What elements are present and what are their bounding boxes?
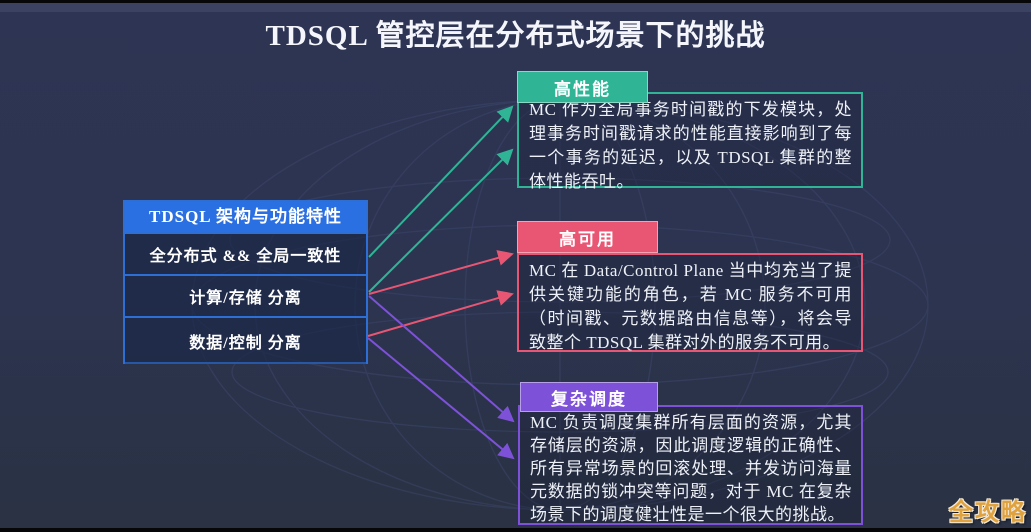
arrow-performance-1 — [368, 105, 514, 258]
challenge-tag-availability: 高可用 — [517, 221, 658, 253]
feature-item-data-control: 数据/控制 分离 — [125, 316, 366, 364]
page-title: TDSQL 管控层在分布式场景下的挑战 — [265, 20, 766, 52]
challenge-body-availability: MC 在 Data/Control Plane 当中均充当了提供关键功能的角色，… — [517, 253, 863, 352]
arrow-scheduling-2 — [367, 337, 515, 460]
feature-item-compute-storage: 计算/存储 分离 — [125, 274, 366, 316]
feature-panel-header: TDSQL 架构与功能特性 — [125, 202, 366, 232]
watermark: 全攻略 — [949, 500, 1027, 526]
challenge-body-performance: MC 作为全局事务时间戳的下发模块，处理事务时间戳请求的性能直接影响到了每一个事… — [517, 92, 863, 191]
arrow-availability-2 — [367, 290, 514, 337]
feature-panel: TDSQL 架构与功能特性 全分布式 && 全局一致性 计算/存储 分离 数据/… — [123, 200, 368, 364]
challenge-tag-performance: 高性能 — [517, 71, 648, 103]
arrow-scheduling-1 — [368, 295, 515, 423]
feature-item-distributed: 全分布式 && 全局一致性 — [125, 232, 366, 274]
bottom-black-bar — [0, 528, 1031, 532]
arrow-performance-2 — [368, 148, 514, 293]
challenge-tag-scheduling: 复杂调度 — [520, 382, 658, 412]
arrow-availability-1 — [368, 250, 514, 295]
challenge-body-scheduling: MC 负责调度集群所有层面的资源，尤其存储层的资源，因此调度逻辑的正确性、所有异… — [518, 405, 863, 525]
top-black-bar — [0, 0, 1031, 3]
top-light-strip — [0, 3, 1031, 12]
